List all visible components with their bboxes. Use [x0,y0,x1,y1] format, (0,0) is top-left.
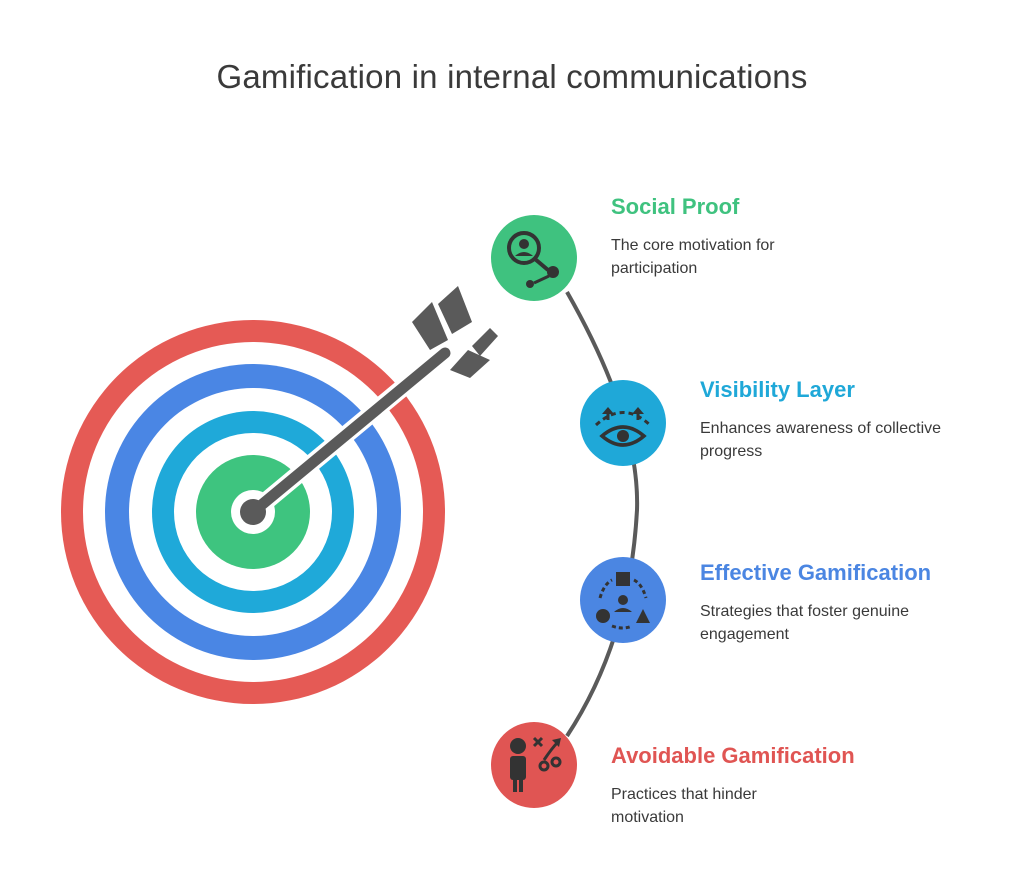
item-visibility-layer: Visibility Layer Enhances awareness of c… [700,377,1024,463]
strategy-person-icon [510,736,562,792]
shapes-person-icon [596,572,650,630]
item-effective-gamification: Effective Gamification Strategies that f… [700,560,1024,646]
node-visibility-layer [580,380,666,466]
node-social-proof [491,215,577,301]
item-description: Enhances awareness of collective progres… [700,420,942,460]
node-effective-gamification [580,557,666,643]
node-avoidable-gamification [491,722,577,808]
item-avoidable-gamification: Avoidable Gamification Practices that hi… [611,743,971,829]
item-description: Practices that hinder motivation [611,786,757,826]
connector-arc [565,291,640,738]
item-title: Visibility Layer [700,377,855,402]
page-title: Gamification in internal communications [216,58,808,95]
item-description: Strategies that foster genuine engagemen… [700,603,910,643]
item-description: The core motivation for participation [611,237,775,277]
arrow-icon [240,286,498,525]
item-title: Avoidable Gamification [611,743,855,768]
eye-icon [594,407,652,447]
item-title: Effective Gamification [700,560,932,585]
person-search-icon [507,231,559,288]
item-social-proof: Social Proof The core motivation for par… [611,194,971,280]
item-title: Social Proof [611,194,740,219]
